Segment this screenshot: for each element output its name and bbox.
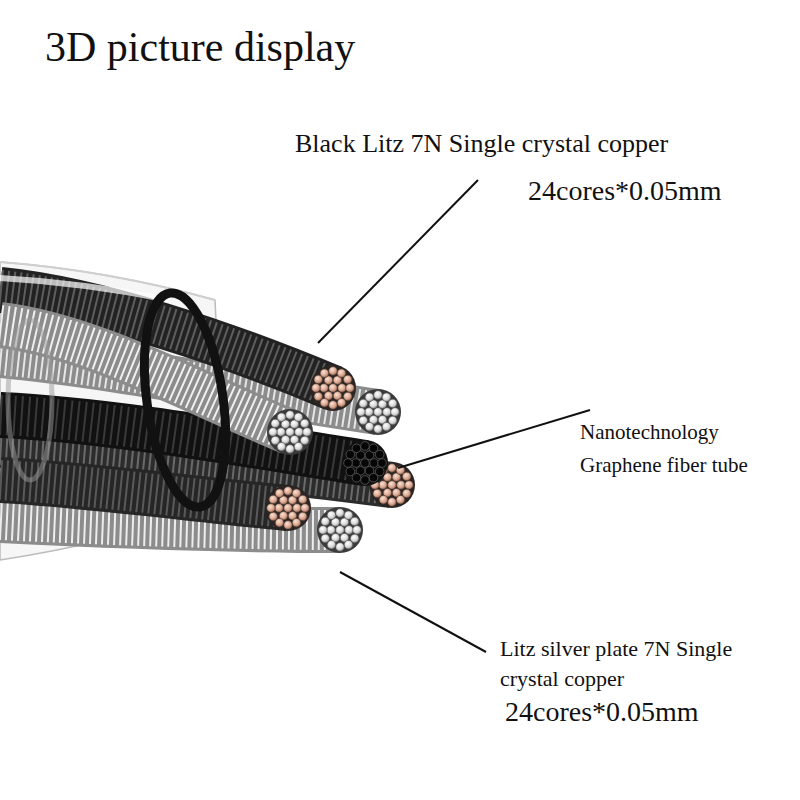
part-label: 24cores*0.05mm xyxy=(528,174,722,208)
strand-ends xyxy=(265,365,415,553)
jacket-logo-ring xyxy=(8,320,52,480)
leader-lines xyxy=(318,180,590,652)
wire-bundles xyxy=(0,290,392,530)
jacket-ring xyxy=(132,288,237,512)
jacket-highlight xyxy=(0,278,170,300)
part-label: Litz silver plate 7N Single crystal copp… xyxy=(500,634,740,694)
part-label: Black Litz 7N Single crystal copper xyxy=(295,128,668,160)
title: 3D picture display xyxy=(45,22,355,72)
leader-line xyxy=(318,180,478,343)
part-label: Nanotechnology Graphene fiber tube xyxy=(580,416,785,482)
part-label: 24cores*0.05mm xyxy=(505,695,699,729)
leader-line xyxy=(398,410,590,468)
leader-line xyxy=(340,572,486,652)
